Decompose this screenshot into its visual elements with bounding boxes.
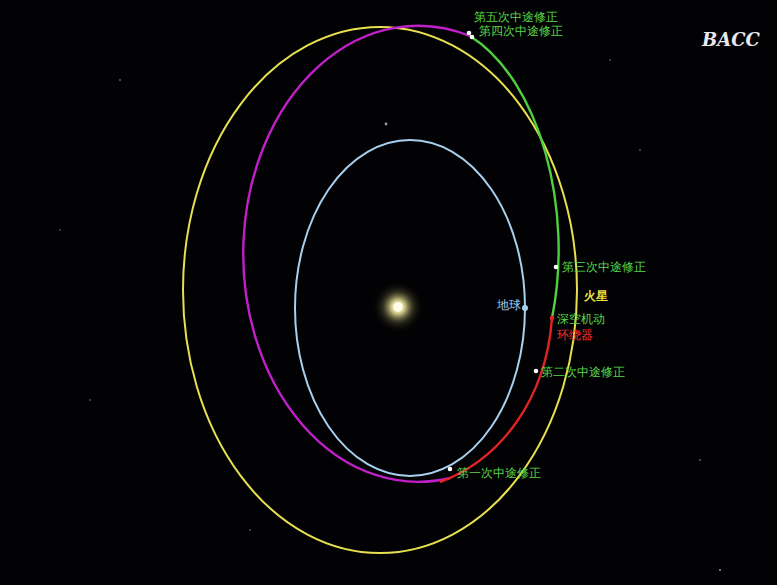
planet-label: 火星 [584,290,608,303]
correction-label: 第四次中途修正 [479,25,563,38]
earth-dot [522,305,528,311]
correction-label: 第二次中途修正 [541,366,625,379]
stars [59,59,721,571]
transfer-trajectory-red [440,318,552,482]
maneuver-label: 深空机动 [557,313,605,326]
event-dots [448,31,559,472]
correction-label: 第五次中途修正 [474,11,558,24]
logo-watermark: BACC [702,30,760,50]
correction-label: 第三次中途修正 [562,261,646,274]
transfer-trajectory-magenta [243,26,470,482]
correction-label: 第一次中途修正 [457,467,541,480]
mars-orbit [183,27,577,553]
earth-orbit [295,140,525,476]
orbiter-label: 环绕器 [557,329,593,342]
sun [372,281,424,333]
planet-label: 地球 [497,299,521,312]
sun-core [393,302,403,312]
transfer-trajectory-green [470,36,559,318]
